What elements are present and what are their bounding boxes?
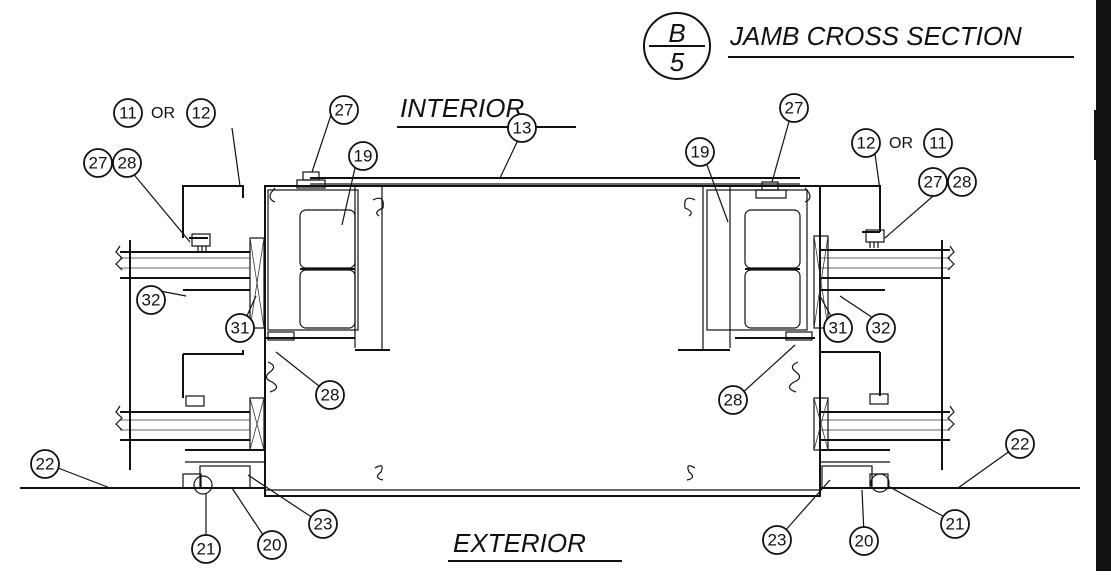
callout-23-left: 23	[308, 509, 338, 539]
callout-text: 31	[829, 319, 848, 338]
callout-text: 19	[354, 147, 373, 166]
callout-12-left: 12	[186, 98, 216, 128]
callout-31-left: 31	[225, 313, 255, 343]
callout-text: 27	[335, 101, 354, 120]
callout-text: 28	[321, 386, 340, 405]
callout-12-right: 12	[851, 128, 881, 158]
center-mullion	[264, 177, 821, 497]
sheet-border-bar	[1096, 0, 1111, 571]
detail-sheet: 5	[670, 47, 685, 77]
callout-text: 21	[946, 515, 965, 534]
callout-text: 21	[197, 540, 216, 559]
callout-text: 23	[314, 515, 333, 534]
callout-text: 23	[768, 531, 787, 550]
callout-32-right: 32	[866, 313, 896, 343]
callout-11-right: 11	[923, 128, 953, 158]
callout-text: 27	[785, 99, 804, 118]
callout-text: 12	[857, 134, 876, 153]
callout-21-right: 21	[940, 509, 970, 539]
callout-text: 28	[724, 391, 743, 410]
callout-20-left: 20	[257, 530, 287, 560]
callout-text: 28	[953, 173, 972, 192]
callout-28-right-b: 28	[718, 385, 748, 415]
drawing-title: JAMB CROSS SECTION	[729, 21, 1022, 51]
callout-21-left: 21	[191, 534, 221, 564]
callout-text: 20	[855, 532, 874, 551]
leader-lines	[57, 114, 1015, 539]
or-label-left: OR	[151, 105, 175, 122]
callout-text: 32	[142, 291, 161, 310]
callout-11-left: 11	[113, 98, 143, 128]
right-frame-assembly	[706, 181, 1080, 493]
callout-27-left-b: 27	[329, 95, 359, 125]
callout-text: 20	[263, 536, 282, 555]
callout-31-right: 31	[823, 313, 853, 343]
callout-28-left-a: 28	[112, 148, 142, 178]
callout-text: 27	[89, 154, 108, 173]
callout-22-right: 22	[1005, 429, 1035, 459]
callout-27-right-a: 27	[779, 93, 809, 123]
callout-text: 19	[691, 143, 710, 162]
callout-text: 28	[118, 154, 137, 173]
sheet-border-tab	[1094, 110, 1111, 160]
callout-28-left-b: 28	[315, 380, 345, 410]
callout-text: 32	[872, 319, 891, 338]
callout-text: 12	[192, 104, 211, 123]
callout-32-left: 32	[136, 285, 166, 315]
detail-letter: B	[668, 18, 685, 48]
or-label-right: OR	[889, 135, 913, 152]
callout-28-right-a: 28	[947, 167, 977, 197]
callout-13: 13	[507, 113, 537, 143]
callout-text: 13	[513, 119, 532, 138]
callout-text: 11	[119, 104, 137, 123]
callout-text: 22	[36, 455, 55, 474]
detail-reference: B 5	[643, 12, 711, 80]
callout-23-right: 23	[762, 525, 792, 555]
callout-19-right: 19	[685, 137, 715, 167]
callout-27-left-a: 27	[83, 148, 113, 178]
interior-label: INTERIOR	[400, 93, 524, 123]
exterior-label: EXTERIOR	[453, 528, 586, 558]
callout-text: 27	[924, 173, 943, 192]
callout-text: 22	[1011, 435, 1030, 454]
callout-text: 11	[929, 134, 947, 153]
left-frame-assembly	[20, 171, 359, 495]
callout-22-left: 22	[30, 449, 60, 479]
callout-19-left: 19	[348, 141, 378, 171]
callout-27-right-b: 27	[918, 167, 948, 197]
callout-text: 31	[231, 319, 250, 338]
callout-20-right: 20	[849, 526, 879, 556]
